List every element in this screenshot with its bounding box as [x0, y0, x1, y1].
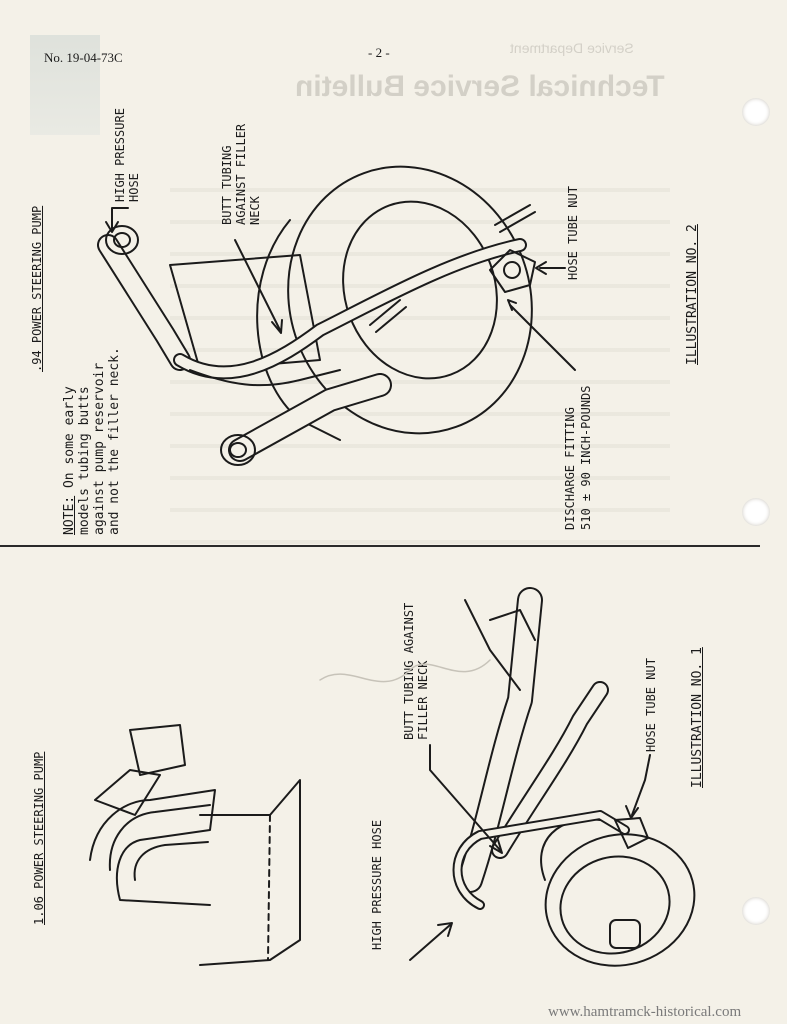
hose-tube-nut-upper — [489, 249, 536, 293]
bulletin-number: No. 19-04-73C — [44, 50, 123, 65]
arrow-discharge-fitting — [509, 304, 576, 371]
signature-bleed — [319, 659, 491, 683]
site-watermark: www.hamtramck-historical.com — [548, 1004, 742, 1020]
stud-lower — [369, 299, 407, 333]
stud-top — [494, 204, 536, 233]
upper-lower-hose-end — [220, 434, 256, 466]
bleed-through-block — [170, 170, 670, 550]
lower-pump-side — [540, 818, 601, 881]
upper-hose-end — [105, 225, 139, 255]
reservoir-outline — [169, 254, 321, 371]
punch-hole-top — [742, 98, 770, 126]
lower-arrow-high-pressure-hose — [409, 924, 451, 961]
lower-pump-body — [544, 833, 696, 967]
punch-hole-bottom — [742, 897, 770, 925]
bleed-through-logo — [30, 35, 100, 135]
arrow-high-pressure-hose — [111, 207, 129, 229]
left-pump-fitting — [129, 724, 186, 776]
lower-hose-top — [464, 599, 521, 691]
arrow-butt-tubing — [234, 239, 281, 331]
left-pump-tube — [89, 789, 216, 906]
lower-arrow-hose-tube-nut — [631, 754, 651, 816]
left-pump-body — [199, 779, 301, 966]
section-divider — [0, 545, 760, 547]
punch-hole-middle — [742, 498, 770, 526]
page-number: - 2 - — [368, 45, 390, 60]
lower-pump-cap — [609, 919, 641, 949]
lower-arrow-butt-tubing — [429, 744, 501, 851]
